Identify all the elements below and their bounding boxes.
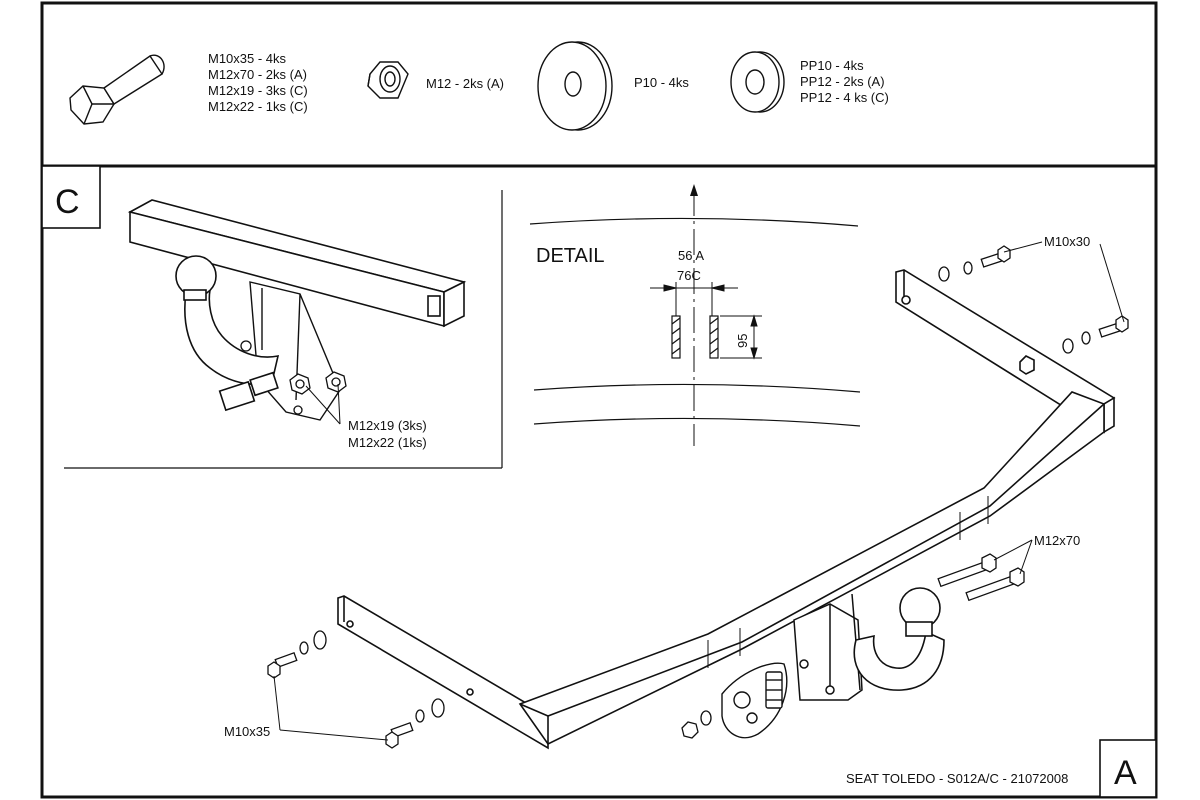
detail-title: DETAIL	[536, 245, 605, 267]
nut-size: M12 - 2ks (A)	[426, 76, 504, 91]
drawing-title-footer: SEAT TOLEDO - S012A/C - 21072008	[846, 771, 1068, 786]
center-bracket	[793, 593, 863, 701]
variant-c-leaders	[305, 383, 341, 425]
detail-dim-95: 95	[735, 334, 750, 348]
bolt-size-2: M12x70 - 2ks (A)	[208, 67, 307, 82]
spring-washer-size-1: PP10 - 4ks	[800, 58, 864, 73]
spring-washer-sizes: PP10 - 4ks PP12 - 2ks (A) PP12 - 4 ks (C…	[800, 58, 889, 105]
detail-dim-76c: 76C	[677, 268, 701, 283]
fasteners-m12x70	[937, 553, 1025, 602]
nut-icon	[367, 61, 409, 99]
bumper-line-mid	[533, 383, 861, 393]
bolt-size-3: M12x19 - 3ks (C)	[208, 83, 308, 98]
variant-c-inset: C	[41, 165, 503, 469]
parts-list-panel: M10x35 - 4ks M12x70 - 2ks (A) M12x19 - 3…	[69, 41, 889, 131]
label-m12x70: M12x70	[1034, 533, 1080, 548]
bolt-icon	[69, 54, 165, 125]
drawing-frame	[40, 1, 1158, 799]
cross-beam	[518, 391, 1105, 746]
variant-c-bracket	[249, 281, 341, 421]
main-towball	[853, 587, 945, 691]
socket-plate	[721, 662, 788, 739]
spring-washer-icon	[730, 51, 785, 113]
bumper-line-top	[529, 217, 859, 227]
fasteners-lower-left	[267, 630, 712, 749]
direction-arrow	[690, 184, 698, 196]
leader-m10x35	[273, 675, 389, 741]
detail-dim-56a: 56 A	[678, 248, 704, 263]
detail-height-dimension	[720, 314, 762, 360]
variant-c-bolts	[240, 340, 347, 415]
variant-c-crossbar	[127, 199, 467, 328]
spring-washer-size-2: PP12 - 2ks (A)	[800, 74, 885, 89]
detail-plates	[671, 315, 719, 359]
leader-m10x30	[1003, 241, 1125, 323]
view-a-label: A	[1114, 754, 1137, 792]
variant-c-callout-1: M12x19 (3ks)	[348, 418, 427, 433]
bolt-sizes: M10x35 - 4ks M12x70 - 2ks (A) M12x19 - 3…	[208, 51, 308, 114]
detail-section: DETAIL 56 A 76C	[529, 184, 861, 446]
variant-c-towball	[175, 255, 280, 412]
label-m10x35: M10x35	[224, 724, 270, 739]
bolt-size-1: M10x35 - 4ks	[208, 51, 287, 66]
fasteners-top-right	[938, 245, 1129, 354]
leader-m12x70	[993, 539, 1033, 575]
view-a-box	[1099, 739, 1157, 798]
label-m10x30: M10x30	[1044, 234, 1090, 249]
detail-width-dimension	[650, 282, 738, 316]
variant-c-callout-2: M12x22 (1ks)	[348, 435, 427, 450]
variant-c-box	[41, 165, 101, 229]
flat-washer-size: P10 - 4ks	[634, 75, 689, 90]
flat-washer-icon	[537, 41, 613, 131]
variant-c-label: C	[55, 183, 80, 221]
spring-washer-size-3: PP12 - 4 ks (C)	[800, 90, 889, 105]
left-side-arm	[337, 595, 549, 750]
main-assembly-view: M10x30 M12x70	[224, 234, 1157, 798]
bumper-line-bottom	[533, 417, 861, 427]
bolt-size-4: M12x22 - 1ks (C)	[208, 99, 308, 114]
